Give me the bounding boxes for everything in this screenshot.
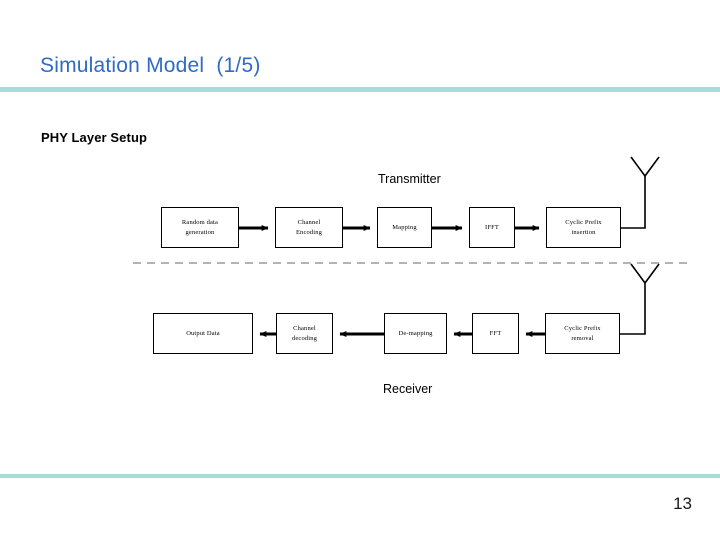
title-divider [0,87,720,92]
receive-antenna [630,263,660,285]
block-mapping: Mapping [377,207,432,248]
block-output-data: Output Data [153,313,253,354]
block-random-data-generation: Random data generation [161,207,239,248]
receiver-label: Receiver [383,382,433,396]
block-cyclic-prefix-removal: Cyclic Prefix removal [545,313,620,354]
transmit-antenna-feed [621,176,646,229]
footer-divider [0,474,720,478]
block-ifft: IFFT [469,207,515,248]
block-channel-encoding: Channel Encoding [275,207,343,248]
page-title: Simulation Model (1/5) [40,54,261,77]
page-number: 13 [673,494,692,513]
block-fft: FFT [472,313,519,354]
transmit-antenna [630,156,660,178]
section-subtitle: PHY Layer Setup [41,130,148,145]
block-cyclic-prefix-insertion: Cyclic Prefix insertion [546,207,621,248]
block-channel-decoding: Channel decoding [276,313,333,354]
receive-antenna-feed [620,283,646,335]
transmitter-label: Transmitter [378,172,441,186]
block-de-mapping: De-mapping [384,313,447,354]
